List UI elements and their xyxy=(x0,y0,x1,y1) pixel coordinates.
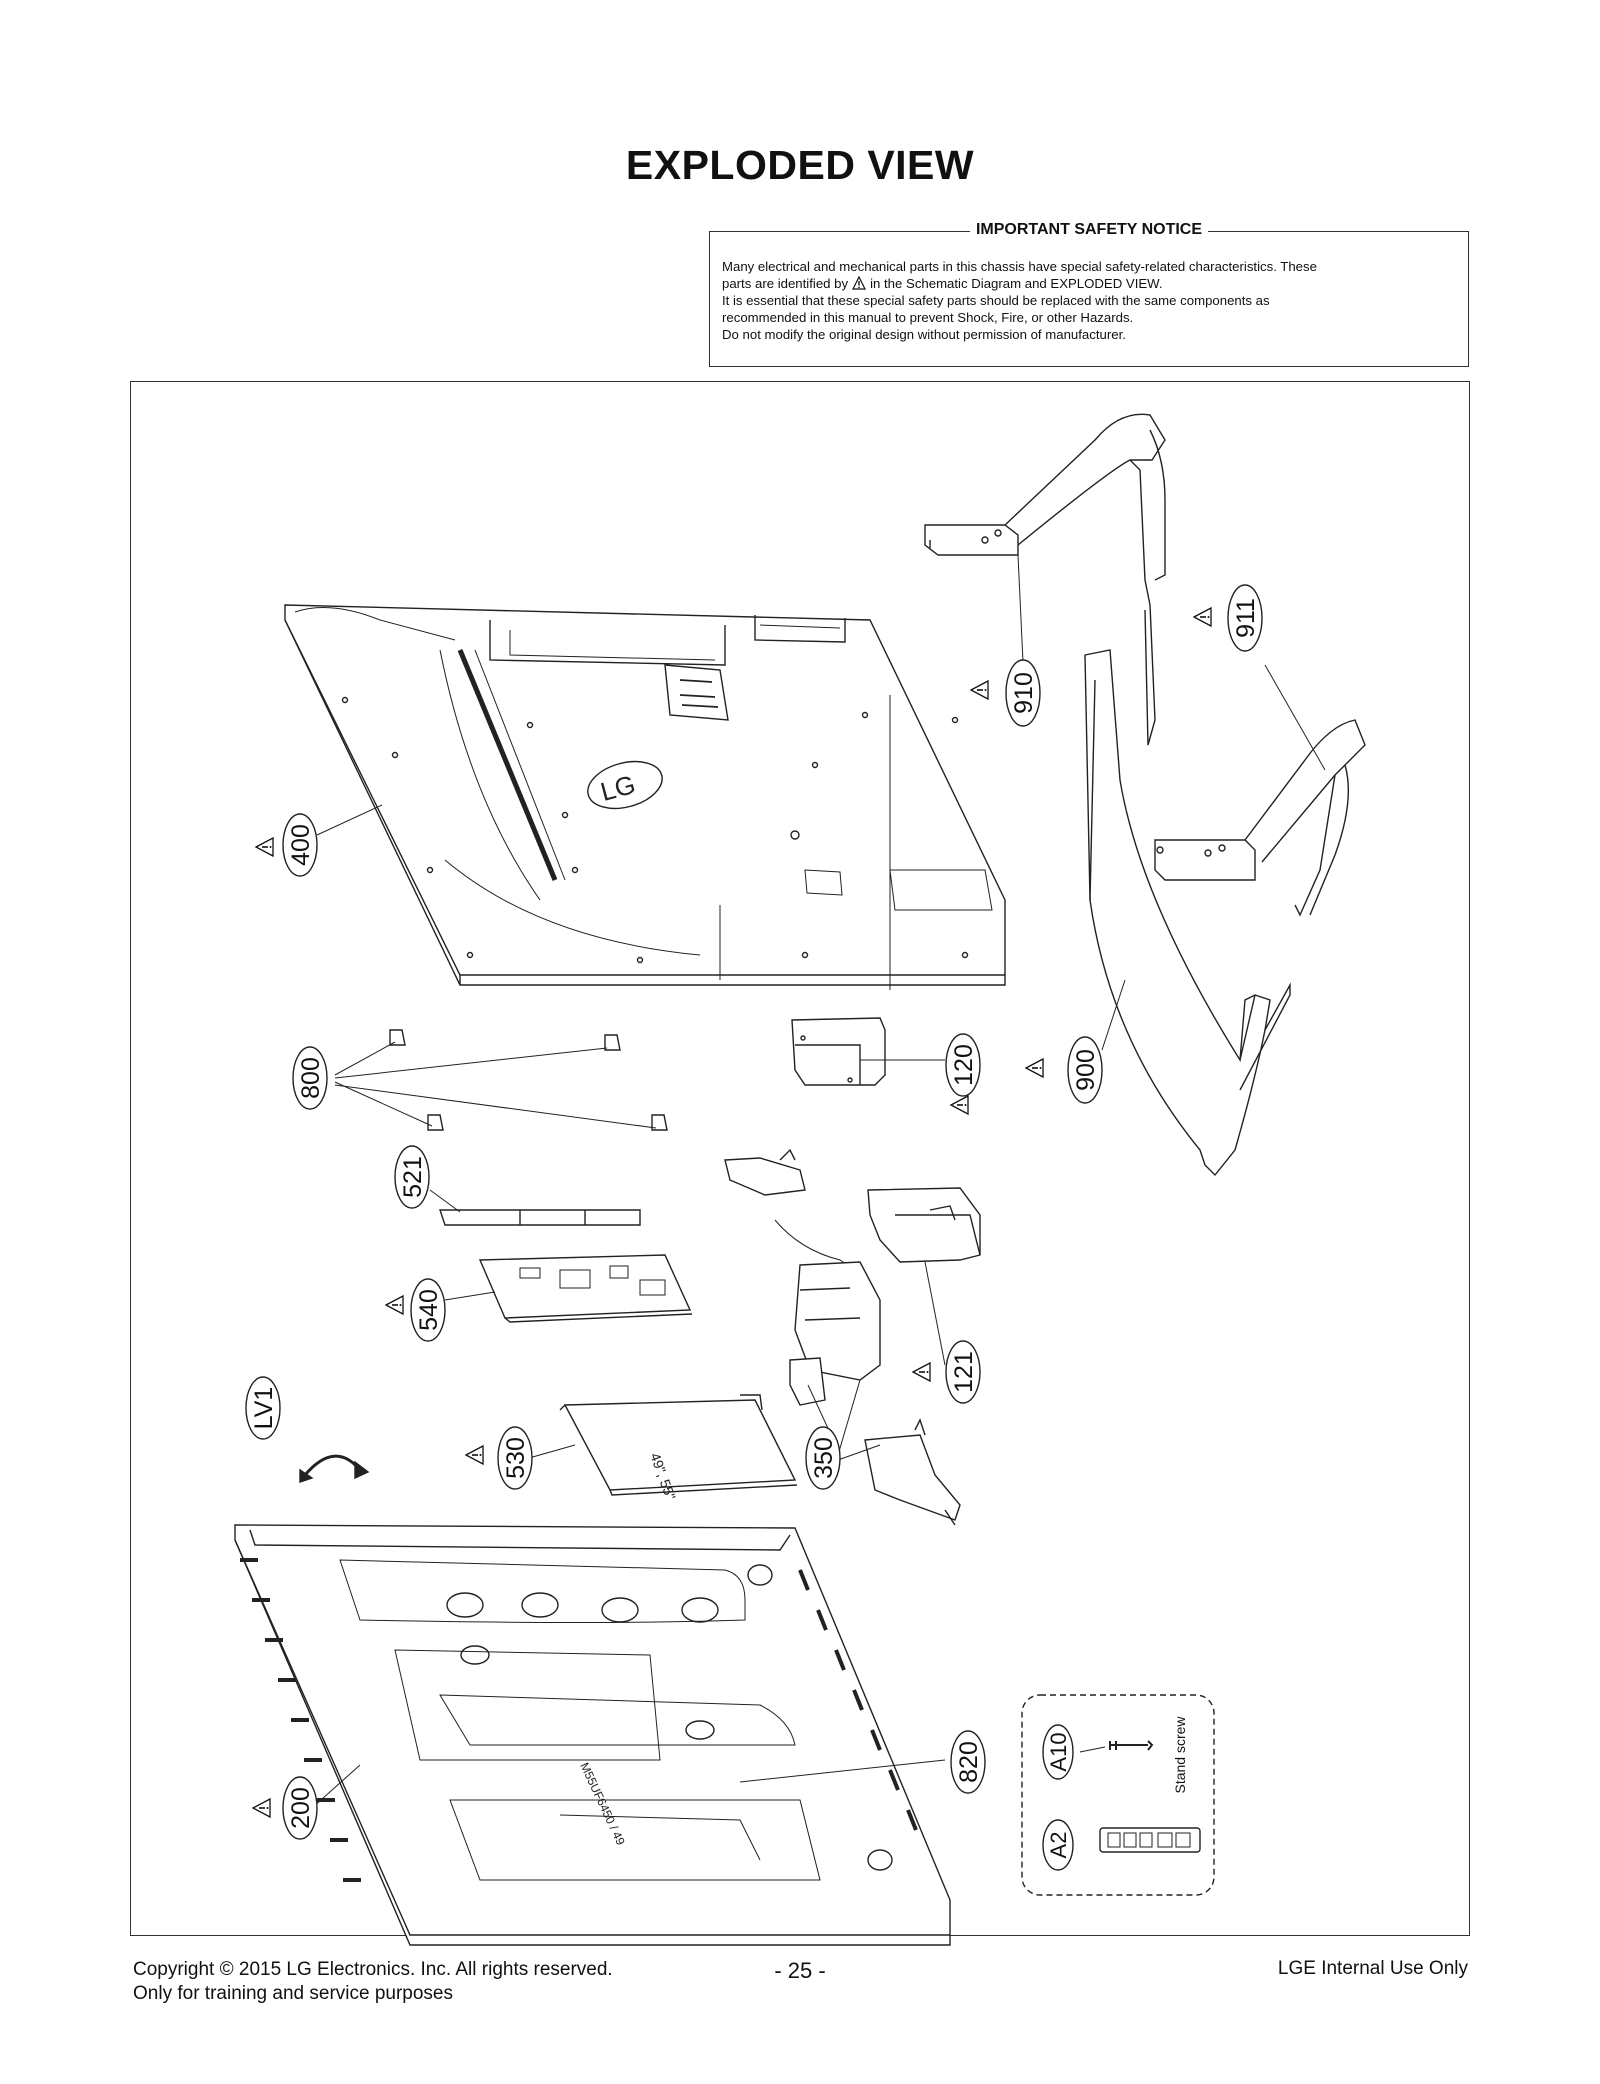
svg-text:120: 120 xyxy=(950,1044,978,1086)
internal-use-label: LGE Internal Use Only xyxy=(1277,1958,1468,1979)
leader-lines xyxy=(311,554,1326,1809)
stand-base-part xyxy=(1084,649,1291,1177)
svg-text:LV1: LV1 xyxy=(250,1387,278,1430)
notice-line-5: Do not modify the original design withou… xyxy=(722,327,1126,342)
power-module-part: 49", 55" xyxy=(559,1394,798,1502)
callout-540: 540 xyxy=(385,1278,446,1342)
notice-line-2: parts are identified by in the Schematic … xyxy=(722,275,1456,292)
display-panel-part: M55UF6450 / 49 xyxy=(234,1524,951,1946)
accessory-box xyxy=(1021,1694,1215,1896)
page-title: EXPLODED VIEW xyxy=(625,142,975,188)
stand-leg-right-part xyxy=(1154,719,1366,917)
svg-text:900: 900 xyxy=(1072,1049,1100,1091)
svg-text:910: 910 xyxy=(1010,672,1038,714)
notice-line-2-end: in the Schematic Diagram and EXPLODED VI… xyxy=(870,276,1163,291)
svg-text:530: 530 xyxy=(502,1437,530,1479)
callout-400: 400 xyxy=(255,813,318,877)
power-board-part xyxy=(791,1017,886,1086)
svg-text:A10: A10 xyxy=(1046,1732,1071,1771)
stand-neck-part xyxy=(924,413,1166,746)
svg-text:911: 911 xyxy=(1232,598,1260,638)
callout-820: 820 xyxy=(950,1730,986,1794)
safety-notice-body: Many electrical and mechanical parts in … xyxy=(722,258,1456,343)
lv1-cable-part xyxy=(299,1454,370,1483)
svg-text:800: 800 xyxy=(297,1057,325,1099)
callout-910: 910 xyxy=(970,659,1041,727)
main-board-part xyxy=(478,1254,693,1323)
copyright-text: Copyright © 2015 LG Electronics. Inc. Al… xyxy=(133,1959,613,1980)
notice-line-3: It is essential that these special safet… xyxy=(722,293,1270,308)
callout-911: 911 xyxy=(1193,584,1263,652)
callout-a2: A2 xyxy=(1042,1819,1074,1871)
warning-triangle-icon xyxy=(852,276,867,290)
svg-text:521: 521 xyxy=(399,1156,427,1198)
callout-200: 200 xyxy=(252,1776,318,1840)
callout-530: 530 xyxy=(465,1426,533,1490)
callout-121: 121 xyxy=(912,1340,981,1404)
notice-line-1: Many electrical and mechanical parts in … xyxy=(722,259,1317,274)
purpose-text: Only for training and service purposes xyxy=(133,1983,453,2004)
safety-notice-heading: IMPORTANT SAFETY NOTICE xyxy=(969,221,1209,238)
svg-text:121: 121 xyxy=(950,1351,978,1393)
notice-line-4: recommended in this manual to prevent Sh… xyxy=(722,310,1134,325)
bracket-assembly-part xyxy=(724,1148,961,1526)
callout-800: 800 xyxy=(292,1046,328,1110)
back-cover-part: LG xyxy=(284,604,1006,990)
callout-a10: A10 xyxy=(1042,1724,1074,1780)
svg-text:400: 400 xyxy=(287,824,315,866)
page-number: - 25 - xyxy=(774,1958,826,1983)
stand-screw-label: Stand screw xyxy=(1172,1716,1188,1794)
safety-notice-box: IMPORTANT SAFETY NOTICE Many electrical … xyxy=(709,221,1469,367)
svg-text:350: 350 xyxy=(810,1437,838,1479)
callout-521: 521 xyxy=(394,1145,430,1209)
callout-350: 350 xyxy=(805,1426,841,1490)
callout-120: 120 xyxy=(945,1033,981,1115)
svg-text:200: 200 xyxy=(287,1787,315,1829)
svg-text:540: 540 xyxy=(415,1289,443,1331)
callout-lv1: LV1 xyxy=(245,1376,281,1440)
main-board-cover-part xyxy=(867,1187,981,1263)
footer-copyright: Copyright © 2015 LG Electronics. Inc. Al… xyxy=(133,1958,613,2006)
svg-text:820: 820 xyxy=(955,1741,983,1783)
support-brackets-part xyxy=(389,1029,668,1131)
callout-900: 900 xyxy=(1025,1036,1103,1104)
speaker-bar-part xyxy=(439,1209,641,1226)
notice-line-2-start: parts are identified by xyxy=(722,276,849,291)
svg-text:A2: A2 xyxy=(1046,1832,1071,1859)
